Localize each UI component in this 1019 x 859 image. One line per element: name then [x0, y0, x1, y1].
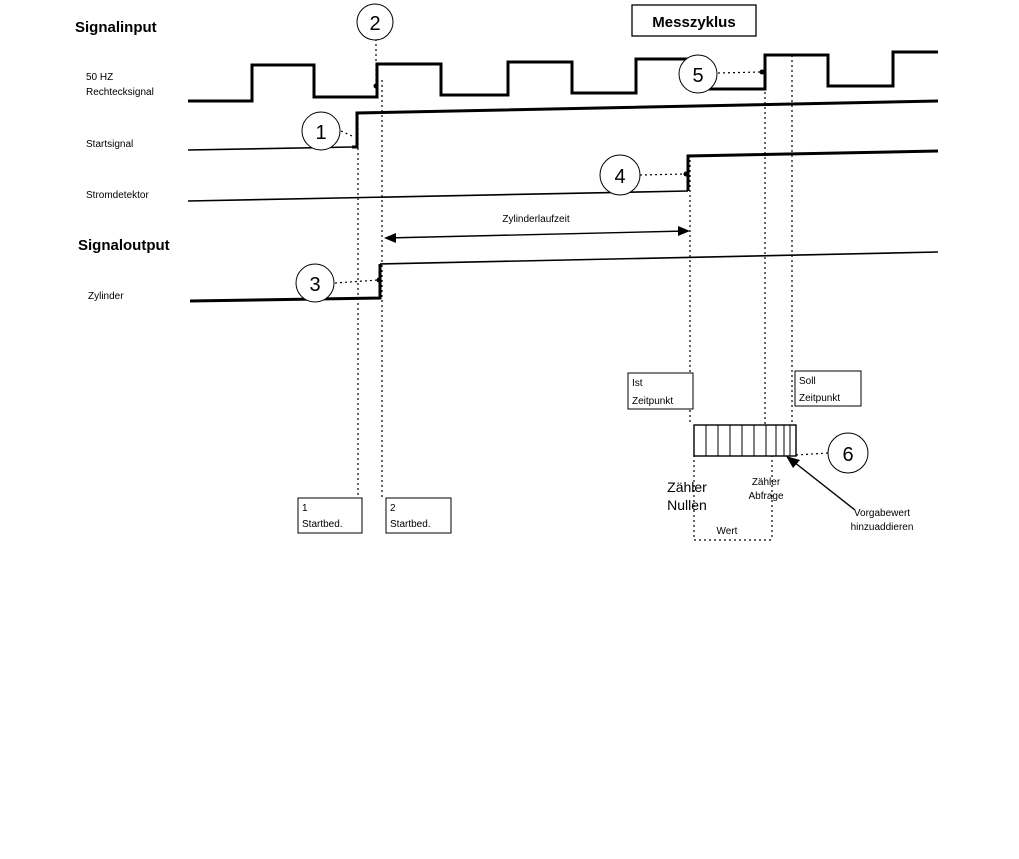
- marker-2-label: 2: [369, 13, 380, 35]
- startbed-2-box: [385, 497, 452, 534]
- startbed-1-box: [297, 497, 363, 534]
- vorgabe-arrow: [793, 461, 856, 511]
- marker-3: 3: [295, 263, 382, 303]
- marker-6: 6: [795, 432, 869, 474]
- startbed-2-label-2: Startbed.: [390, 519, 431, 530]
- zylinder-label: Zylinder: [88, 291, 124, 302]
- rect-signal-label-2: Rechtecksignal: [86, 87, 154, 98]
- zylinder-low: [189, 264, 382, 303]
- ist-label-2: Zeitpunkt: [632, 396, 673, 407]
- soll-label-1: Soll: [799, 376, 816, 387]
- marker-1: 1: [301, 111, 353, 151]
- strom-detektor-rise: [686, 149, 939, 191]
- strom-detektor-low: [187, 190, 689, 202]
- strom-detektor-label: Stromdetektor: [86, 190, 149, 201]
- marker-5: 5: [678, 54, 765, 94]
- marker-3-label: 3: [309, 274, 320, 296]
- counter-bar: [693, 424, 797, 457]
- startbed-2-label-1: 2: [390, 503, 396, 514]
- rect-signal-wave: [188, 50, 938, 103]
- start-signal-rise: [352, 99, 939, 149]
- marker-1-label: 1: [315, 122, 326, 144]
- zylinderlaufzeit-arrow: [385, 230, 687, 239]
- vorgabe-arrowhead: [786, 456, 800, 468]
- marker-4-label: 4: [614, 166, 625, 188]
- marker-5-label: 5: [692, 65, 703, 87]
- zaehler-nullen-label-2: Nullen: [667, 497, 707, 513]
- ist-label-1: Ist: [632, 378, 643, 389]
- vorgabe-label-2: hinzuaddieren: [851, 522, 914, 533]
- mess-zyklus-box: [631, 4, 757, 37]
- zylinder-high: [379, 251, 939, 265]
- soll-zeitpunkt-box: [794, 370, 862, 407]
- vorgabe-label-1: Vorgabewert: [854, 508, 910, 519]
- zylinderlaufzeit-arrowhead-right: [678, 226, 690, 236]
- start-signal-label: Startsignal: [86, 139, 133, 150]
- startbed-1-label-1: 1: [302, 503, 308, 514]
- zaehler-nullen-label-1: Zähler: [667, 479, 707, 495]
- marker-2: 2: [356, 3, 394, 89]
- rect-signal-label-1: 50 HZ: [86, 72, 113, 83]
- zylinderlaufzeit-label: Zylinderlaufzeit: [502, 214, 569, 225]
- mess-zyklus-label: Messzyklus: [652, 14, 735, 31]
- marker-6-label: 6: [842, 444, 853, 466]
- ist-zeitpunkt-box: [627, 372, 694, 410]
- marker-4: 4: [599, 154, 689, 196]
- soll-label-2: Zeitpunkt: [799, 393, 840, 404]
- startbed-1-label-2: Startbed.: [302, 519, 343, 530]
- zylinderlaufzeit-arrowhead-left: [384, 233, 396, 243]
- zaehler-abfrage-label-2: Abfrage: [748, 491, 783, 502]
- signal-output-heading: Signaloutput: [78, 237, 170, 254]
- wert-label: Wert: [717, 526, 738, 537]
- zaehler-abfrage-label-1: Zähler: [752, 477, 781, 488]
- signal-input-heading: Signalinput: [75, 19, 157, 36]
